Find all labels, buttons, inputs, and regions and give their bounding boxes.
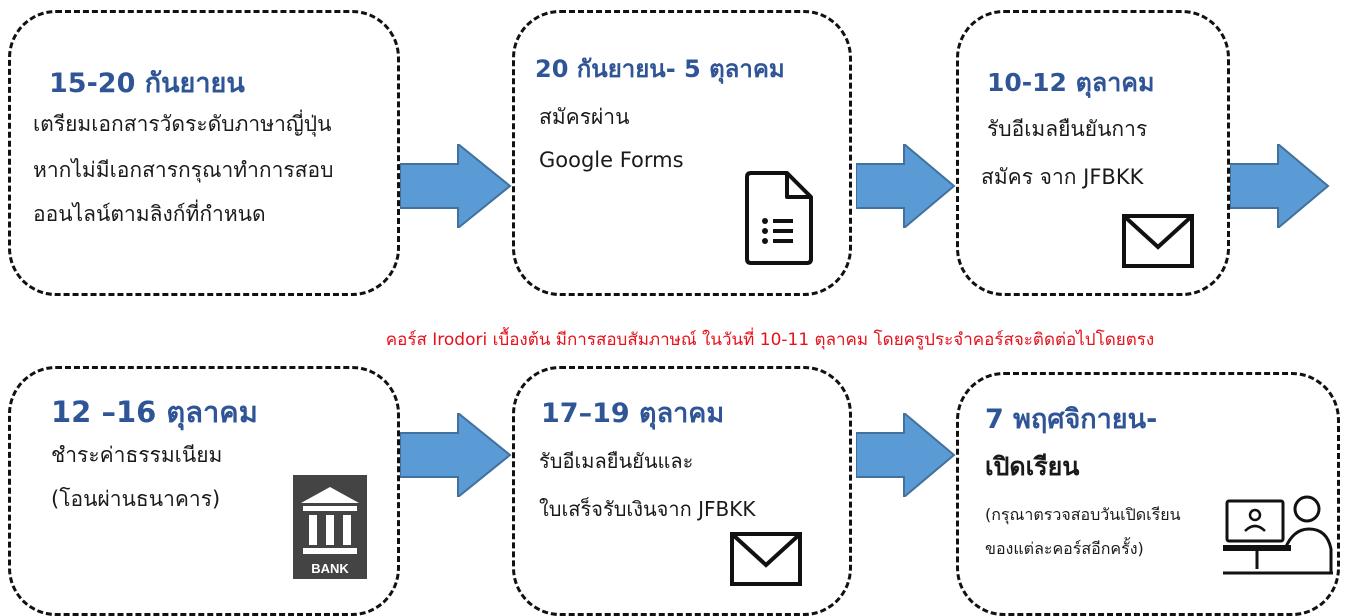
envelope-icon	[730, 532, 802, 586]
step-text-line: รับอีเมลยืนยันและ	[539, 449, 694, 473]
interview-notice: คอร์ส Irodori เบื้องต้น มีการสอบสัมภาษณ์…	[385, 330, 1155, 350]
step-text-line: ของแต่ละคอร์สอีกครั้ง)	[985, 539, 1144, 558]
step-text-line: สมัครผ่าน	[539, 105, 630, 129]
step-date: 12 –16 ตุลาคม	[51, 395, 258, 429]
flow-arrow	[856, 144, 956, 228]
step-box-5: 17–19 ตุลาคม รับอีเมลยืนยันและ ใบเสร็จรั…	[512, 366, 852, 616]
step-date: 7 พฤศจิกายน-	[985, 404, 1158, 435]
step-text-line: Google Forms	[539, 148, 684, 172]
step-text-line: (กรุณาตรวจสอบวันเปิดเรียน	[985, 505, 1181, 524]
step-box-3: 10-12 ตุลาคม รับอีเมลยืนยันการ สมัคร จาก…	[956, 10, 1230, 296]
flow-arrow	[400, 144, 512, 228]
step-date: 20 กันยายน- 5 ตุลาคม	[535, 55, 785, 83]
step-text-line: ใบเสร็จรับเงินจาก JFBKK	[539, 497, 756, 521]
step-text-line: (โอนผ่านธนาคาร)	[51, 487, 221, 511]
bank-icon-label: BANK	[311, 561, 349, 576]
step-text-line: สมัคร จาก JFBKK	[981, 165, 1144, 189]
step-date: 10-12 ตุลาคม	[987, 68, 1155, 97]
bank-icon: BANK	[293, 475, 367, 579]
step-title: เปิดเรียน	[985, 452, 1080, 481]
step-date: 15-20 กันยายน	[49, 68, 245, 99]
step-box-1: 15-20 กันยายน เตรียมเอกสารวัดระดับภาษาญี…	[8, 10, 400, 296]
step-text-line: ชำระค่าธรรมเนียม	[51, 443, 223, 467]
step-text-line: หากไม่มีเอกสารกรุณาทำการสอบ	[33, 158, 334, 182]
step-text-line: ออนไลน์ตามลิงก์ที่กำหนด	[33, 202, 266, 226]
step-box-2: 20 กันยายน- 5 ตุลาคม สมัครผ่าน Google Fo…	[512, 10, 852, 296]
step-box-6: 7 พฤศจิกายน- เปิดเรียน (กรุณาตรวจสอบวันเ…	[956, 372, 1340, 616]
step-text-line: รับอีเมลยืนยันการ	[987, 117, 1148, 141]
envelope-icon	[1122, 214, 1194, 268]
step-date: 17–19 ตุลาคม	[541, 398, 725, 429]
google-forms-document-icon	[745, 171, 813, 265]
online-class-icon	[1223, 495, 1333, 575]
flow-arrow	[400, 413, 512, 497]
flow-arrow	[856, 413, 956, 497]
step-box-4: 12 –16 ตุลาคม ชำระค่าธรรมเนียม (โอนผ่านธ…	[8, 366, 400, 616]
step-text-line: เตรียมเอกสารวัดระดับภาษาญี่ปุ่น	[33, 112, 332, 136]
flow-arrow	[1230, 144, 1330, 228]
